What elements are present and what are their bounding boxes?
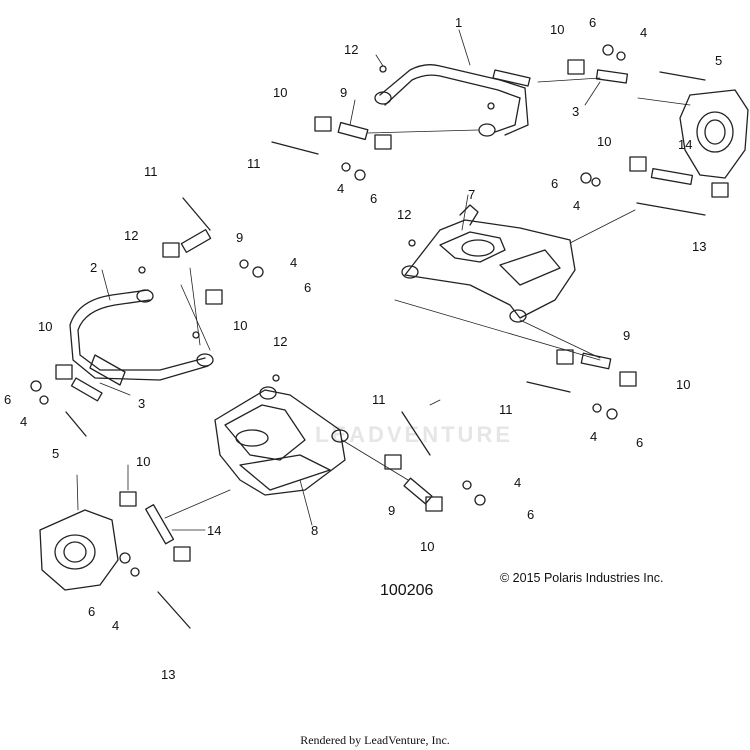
callout-6-h: 6	[88, 604, 95, 619]
callout-6-f: 6	[636, 435, 643, 450]
callout-3-lower: 3	[138, 396, 145, 411]
bolts	[65, 71, 706, 629]
callout-13-a: 13	[692, 239, 706, 254]
rendered-by-footer: Rendered by LeadVenture, Inc.	[300, 733, 450, 747]
callout-10-d: 10	[233, 318, 247, 333]
callout-7: 7	[468, 187, 475, 202]
callout-12-c: 12	[397, 207, 411, 222]
bushings	[55, 59, 729, 562]
callout-11-b: 11	[144, 164, 158, 179]
bearing-carrier-left	[39, 509, 119, 591]
callout-10-e: 10	[38, 319, 52, 334]
lower-a-arm-rear-left	[214, 386, 349, 496]
callout-10-c: 10	[597, 134, 611, 149]
callout-5-b: 5	[52, 446, 59, 461]
callout-9-c: 9	[623, 328, 630, 343]
callout-12-a: 12	[344, 42, 358, 57]
callout-6-c: 6	[551, 176, 558, 191]
upper-a-arm-rear-right	[374, 64, 531, 137]
callout-1: 1	[455, 15, 462, 30]
callout-13-b: 13	[161, 667, 175, 682]
callout-11-c: 11	[499, 402, 513, 417]
upper-a-arm-rear-left	[69, 289, 214, 386]
callout-6-g: 6	[527, 507, 534, 522]
bearing-carrier-right	[679, 89, 749, 179]
figure-number: 100206	[380, 582, 434, 599]
callout-4-g: 4	[514, 475, 521, 490]
callout-10-f: 10	[676, 377, 690, 392]
callout-4-f: 4	[590, 429, 597, 444]
callout-14-b: 14	[207, 523, 221, 538]
callout-14-a: 14	[678, 137, 692, 152]
callout-4-h: 4	[112, 618, 119, 633]
callout-10-b: 10	[550, 22, 564, 37]
callout-6-d: 6	[304, 280, 311, 295]
callout-6-b: 6	[370, 191, 377, 206]
callout-4-c: 4	[573, 198, 580, 213]
callout-4-b: 4	[337, 181, 344, 196]
leader-lines	[76, 29, 691, 531]
callout-4-e: 4	[20, 414, 27, 429]
callout-2: 2	[90, 260, 97, 275]
callout-11-d: 11	[372, 392, 386, 407]
callout-9-b: 9	[236, 230, 243, 245]
callout-9-d: 9	[388, 503, 395, 518]
callout-10-g: 10	[136, 454, 150, 469]
callout-10-h: 10	[420, 539, 434, 554]
callout-5-a: 5	[715, 53, 722, 68]
callout-11-a: 11	[247, 156, 261, 171]
sleeves	[70, 69, 694, 545]
lower-a-arm-rear-right	[401, 204, 576, 323]
callout-4-a: 4	[640, 25, 647, 40]
callout-6-a: 6	[589, 15, 596, 30]
callout-12-d: 12	[273, 334, 287, 349]
callout-3-upper: 3	[572, 104, 579, 119]
callout-4-d: 4	[290, 255, 297, 270]
callout-10-a: 10	[273, 85, 287, 100]
copyright-notice: © 2015 Polaris Industries Inc.	[500, 571, 664, 585]
callout-9-a: 9	[340, 85, 347, 100]
pivot-tubes	[180, 121, 612, 505]
callout-12-b: 12	[124, 228, 138, 243]
callout-8: 8	[311, 523, 318, 538]
callout-6-e: 6	[4, 392, 11, 407]
